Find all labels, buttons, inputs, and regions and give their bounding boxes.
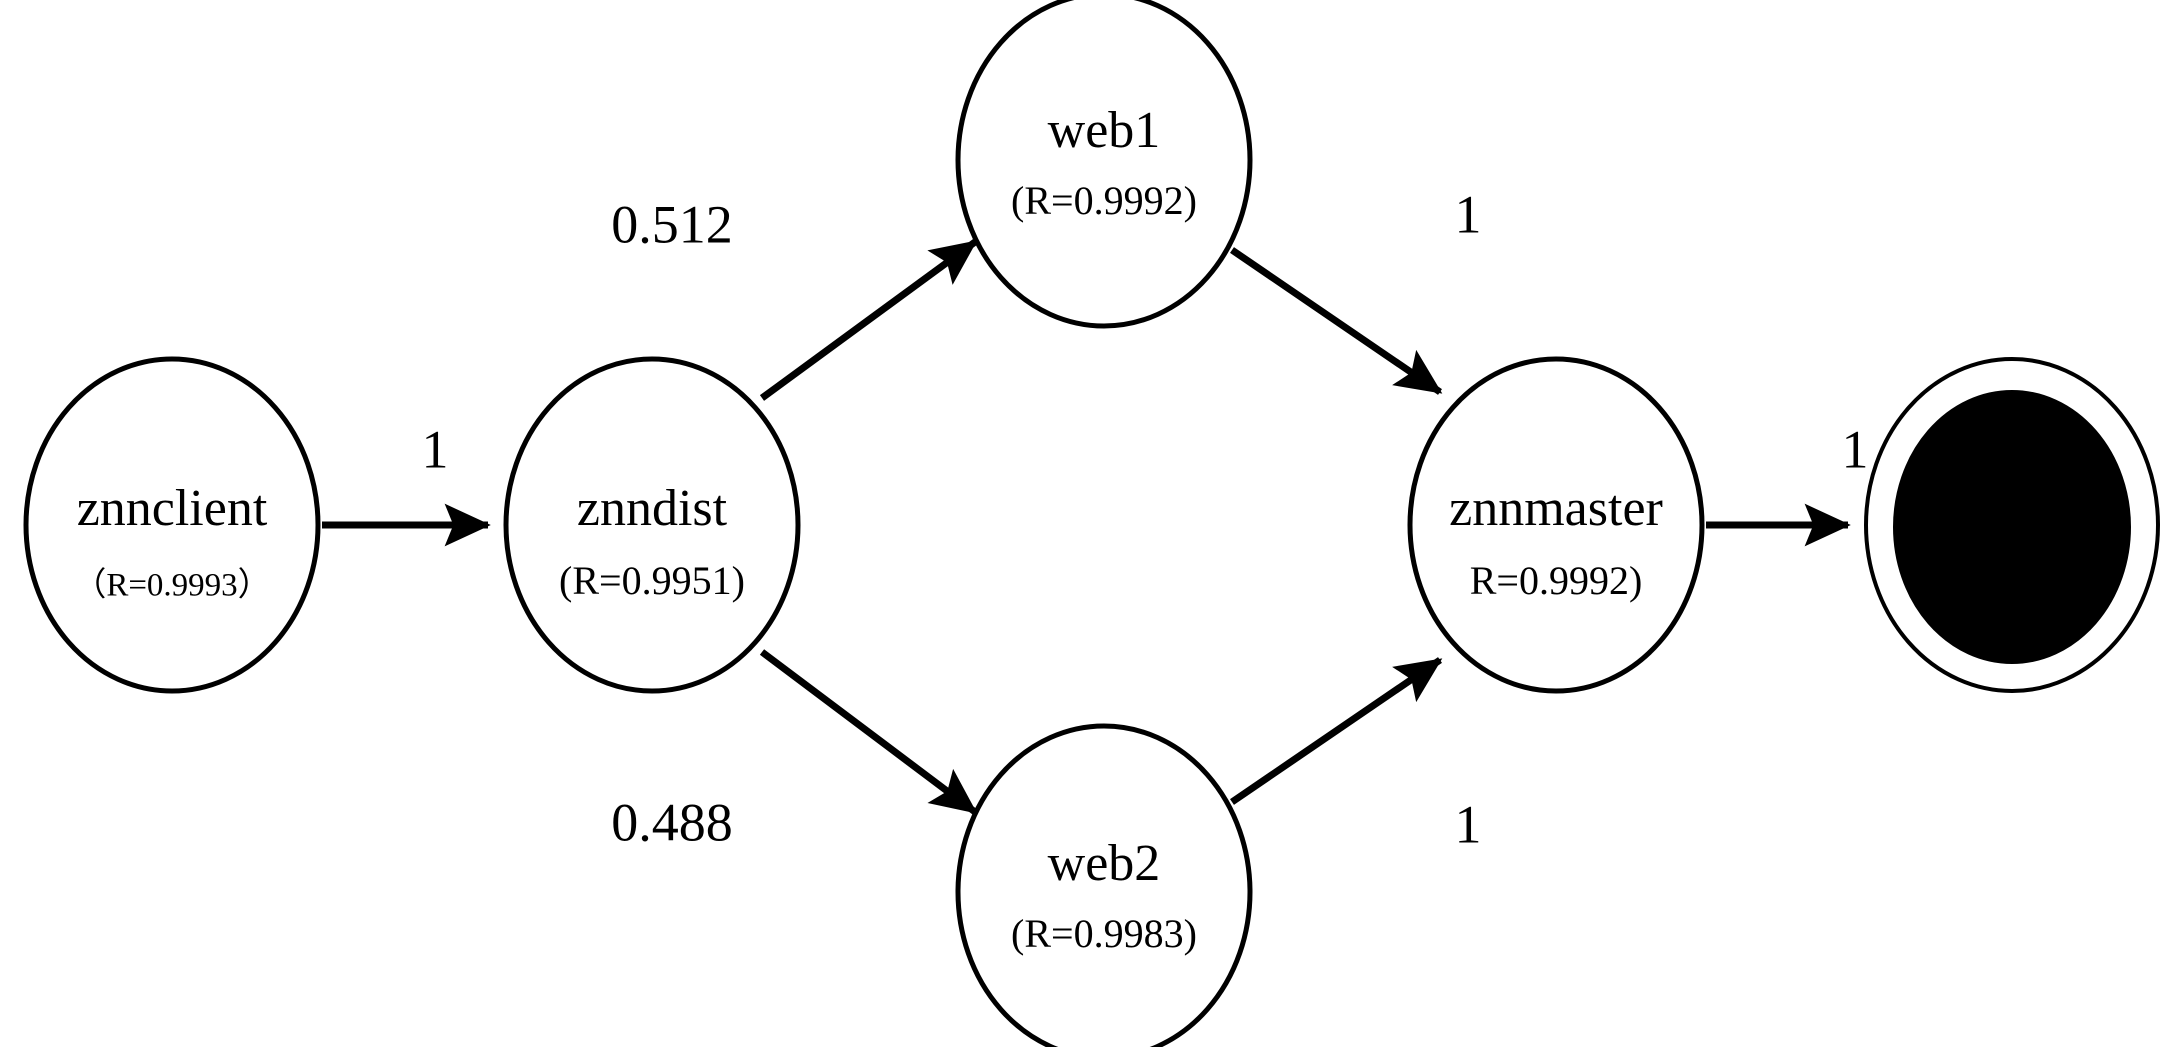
node-label-znnclient: znnclient: [77, 480, 268, 537]
edge-arrow-znndist-web1: [759, 239, 978, 401]
edge-znnclient-to-znndist: 1: [322, 419, 491, 547]
node-web1[interactable]: web1 (R=0.9992): [955, 0, 1253, 329]
node-label-znndist: znndist: [577, 480, 728, 537]
node-znnclient[interactable]: znnclient （R=0.9993）: [23, 356, 321, 694]
node-shape-web2[interactable]: [955, 723, 1253, 1047]
node-shape-znnmaster[interactable]: [1407, 356, 1705, 694]
node-terminal-final-state[interactable]: [1864, 357, 2160, 693]
edge-arrow-web2-znnmaster: [1230, 657, 1443, 805]
edge-znnmaster-to-terminal: 1: [1706, 419, 1869, 547]
node-web2[interactable]: web2 (R=0.9983): [955, 723, 1253, 1047]
node-reliability-znndist: (R=0.9951): [559, 558, 745, 603]
node-znndist[interactable]: znndist (R=0.9951): [503, 356, 801, 694]
edge-weight-znndist-web2: 0.488: [611, 792, 733, 852]
node-reliability-web2: (R=0.9983): [1011, 911, 1197, 956]
edge-web1-to-znnmaster: 1: [1230, 184, 1482, 395]
edge-znndist-to-web2: 0.488: [611, 649, 978, 852]
node-reliability-web1: (R=0.9992): [1011, 178, 1197, 223]
edge-web2-to-znnmaster: 1: [1230, 657, 1482, 854]
edge-weight-znndist-web1: 0.512: [611, 194, 733, 254]
node-label-web2: web2: [1048, 835, 1161, 892]
edge-weight-web1-znnmaster: 1: [1455, 184, 1482, 244]
edge-arrow-web1-znnmaster: [1230, 247, 1443, 395]
edge-weight-znnclient-znndist: 1: [422, 419, 449, 479]
edge-weight-web2-znnmaster: 1: [1455, 794, 1482, 854]
node-reliability-znnclient: （R=0.9993）: [73, 568, 270, 604]
node-label-web1: web1: [1048, 102, 1161, 159]
node-znnmaster[interactable]: znnmaster R=0.9992): [1407, 356, 1705, 694]
node-reliability-znnmaster: R=0.9992): [1470, 558, 1643, 603]
node-shape-znndist[interactable]: [503, 356, 801, 694]
edge-arrow-znndist-web2: [759, 649, 978, 815]
edge-znndist-to-web1: 0.512: [611, 194, 978, 401]
node-shape-terminal-inner-filled[interactable]: [1893, 390, 2131, 664]
node-shape-web1[interactable]: [955, 0, 1253, 329]
node-label-znnmaster: znnmaster: [1449, 480, 1663, 537]
edge-weight-znnmaster-terminal: 1: [1842, 419, 1869, 479]
node-shape-znnclient[interactable]: [23, 356, 321, 694]
